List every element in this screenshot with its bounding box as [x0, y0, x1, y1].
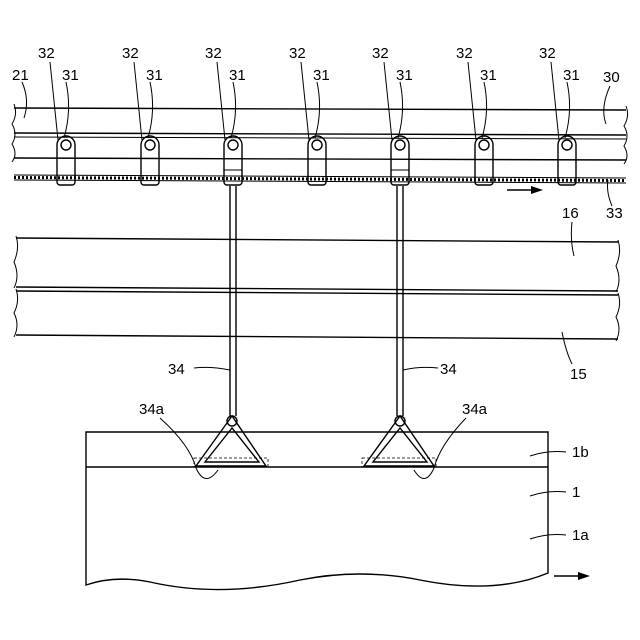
label-15: 15 — [570, 366, 587, 383]
label-1: 1 — [572, 484, 580, 501]
label-16: 16 — [562, 205, 579, 222]
label-30: 30 — [603, 69, 620, 86]
label-31: 31 — [396, 67, 413, 84]
label-32: 32 — [539, 45, 556, 62]
label-34-right: 34 — [440, 361, 457, 378]
label-33: 33 — [606, 205, 623, 222]
clamp-left — [194, 416, 268, 467]
guide-rods — [14, 236, 620, 341]
suspension-wire-right — [397, 186, 403, 416]
hanger — [391, 136, 409, 185]
label-1b: 1b — [572, 444, 589, 461]
label-32: 32 — [372, 45, 389, 62]
label-34a-left: 34a — [139, 401, 165, 418]
suspension-wire-left — [230, 186, 236, 416]
label-1a: 1a — [572, 527, 589, 544]
arrow-right-icon — [507, 186, 543, 194]
arrow-right-icon — [554, 572, 590, 580]
label-32: 32 — [38, 45, 55, 62]
label-31: 31 — [313, 67, 330, 84]
label-32: 32 — [205, 45, 222, 62]
label-31: 31 — [480, 67, 497, 84]
label-21: 21 — [12, 67, 29, 84]
label-31: 31 — [229, 67, 246, 84]
sheet — [86, 432, 548, 590]
label-34-left: 34 — [168, 361, 185, 378]
label-34a-right: 34a — [462, 401, 488, 418]
label-31: 31 — [146, 67, 163, 84]
clamp-right — [362, 416, 436, 467]
label-31: 31 — [563, 67, 580, 84]
label-32: 32 — [289, 45, 306, 62]
drive-chain — [14, 175, 626, 183]
label-32: 32 — [456, 45, 473, 62]
label-31: 31 — [62, 67, 79, 84]
label-32: 32 — [122, 45, 139, 62]
